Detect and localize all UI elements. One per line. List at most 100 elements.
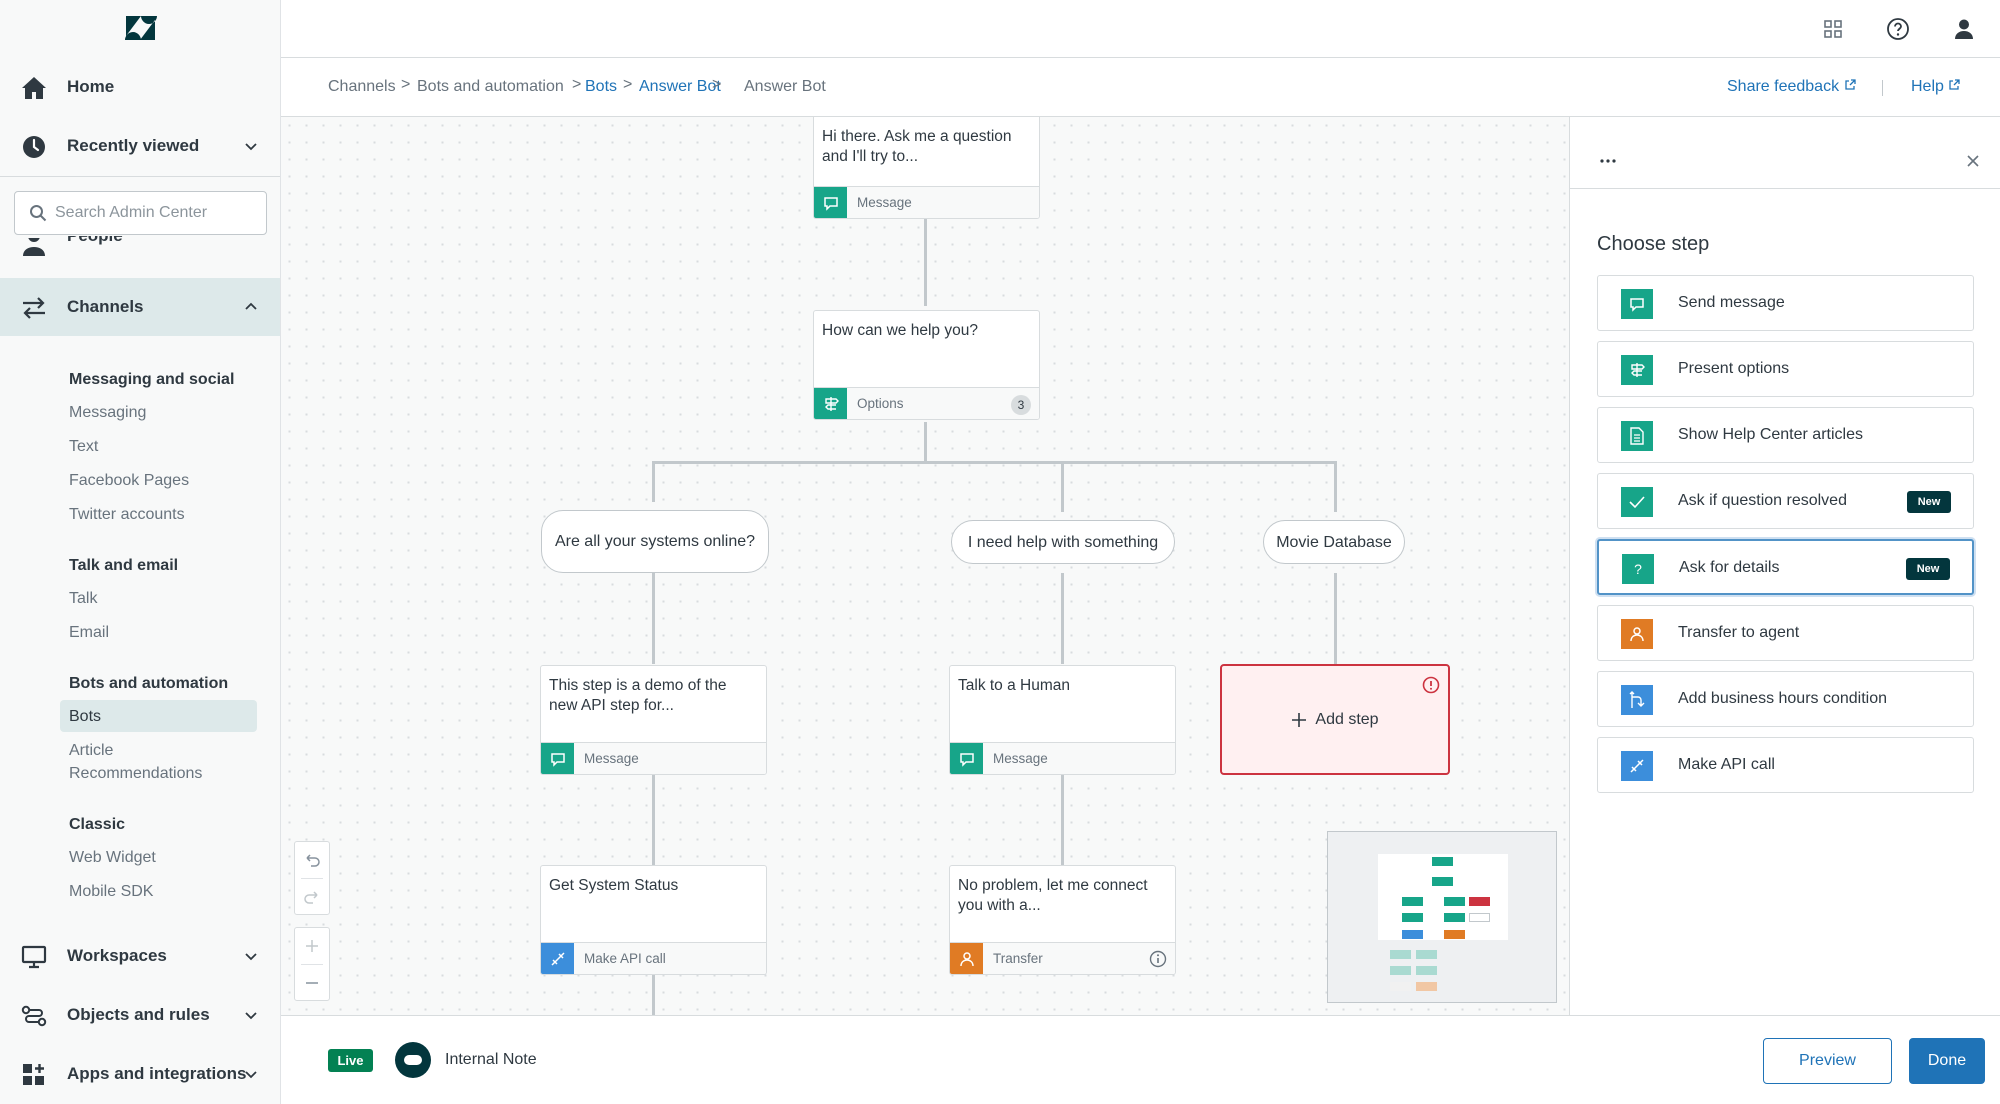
chevron-up-icon: [245, 302, 257, 310]
flow-step-welcome-message[interactable]: Hi there. Ask me a question and I'll try…: [813, 117, 1040, 219]
branch-icon: [1621, 685, 1653, 715]
product-tray-icon[interactable]: [1820, 16, 1846, 42]
step-footer: Transfer: [950, 942, 1175, 974]
flow-step-talk-to-human[interactable]: Talk to a Human Message: [949, 665, 1176, 775]
minimap-node: [1390, 950, 1411, 959]
message-icon: [1621, 289, 1653, 319]
channels-arrows-icon: [20, 294, 48, 322]
sidebar-item-label: Objects and rules: [67, 1005, 210, 1024]
step-option-transfer-to-agent[interactable]: Transfer to agent: [1597, 605, 1974, 661]
minimap-node: [1432, 877, 1453, 886]
connector: [652, 774, 655, 865]
clock-icon: [20, 133, 48, 161]
sidebar-item-people-partial[interactable]: People: [0, 236, 280, 258]
flow-step-api-demo-message[interactable]: This step is a demo of the new API step …: [540, 665, 767, 775]
sidebar-divider: [0, 176, 280, 177]
breadcrumb-bots-automation[interactable]: Bots and automation: [417, 78, 564, 95]
message-icon: [814, 187, 847, 218]
search-placeholder: Search Admin Center: [55, 204, 208, 221]
subnav-link-text[interactable]: Text: [69, 438, 99, 455]
subnav-link-email[interactable]: Email: [69, 624, 110, 641]
new-badge: New: [1907, 491, 1951, 513]
api-icon: [1621, 751, 1653, 781]
step-type-label: Message: [993, 751, 1048, 766]
flow-step-transfer[interactable]: No problem, let me connect you with a...…: [949, 865, 1176, 975]
sidebar-item-label: Workspaces: [67, 946, 167, 965]
add-step-button[interactable]: Add step: [1220, 664, 1450, 775]
person-icon: [1621, 619, 1653, 649]
minimap-node: [1432, 857, 1453, 866]
breadcrumb-bots[interactable]: Bots: [585, 78, 618, 95]
search-admin-center[interactable]: Search Admin Center: [14, 191, 267, 235]
breadcrumb-channels[interactable]: Channels: [328, 78, 396, 95]
step-option-business-hours[interactable]: Add business hours condition: [1597, 671, 1974, 727]
step-option-help-center-articles[interactable]: Show Help Center articles: [1597, 407, 1974, 463]
subnav-link-article-recommendations-line2[interactable]: Recommendations: [69, 765, 203, 782]
minimap-node: [1469, 897, 1490, 906]
sidebar-item-home[interactable]: Home: [0, 58, 280, 116]
preview-button[interactable]: Preview: [1763, 1038, 1892, 1084]
subnav-link-facebook[interactable]: Facebook Pages: [69, 472, 190, 489]
sidebar-item-apps-integrations[interactable]: Apps and integrations: [0, 1045, 280, 1103]
step-type-label: Transfer: [993, 951, 1043, 966]
subnav-link-article-recommendations[interactable]: Article: [69, 742, 114, 759]
share-feedback-link[interactable]: Share feedback: [1727, 78, 1856, 96]
minus-icon: [306, 982, 318, 984]
breadcrumb-separator: >: [572, 76, 582, 93]
signpost-icon: [1621, 355, 1653, 385]
sidebar-item-objects-rules[interactable]: Objects and rules: [0, 986, 280, 1044]
minimap-node: [1416, 950, 1437, 959]
minimap-node: [1390, 982, 1411, 991]
flow-canvas[interactable]: Hi there. Ask me a question and I'll try…: [281, 117, 1569, 1015]
sidebar-item-label: Recently viewed: [67, 136, 200, 155]
step-option-present-options[interactable]: Present options: [1597, 341, 1974, 397]
step-option-label: Add business hours condition: [1678, 690, 1888, 707]
user-profile-icon[interactable]: [1951, 16, 1977, 42]
subnav-link-bots[interactable]: Bots: [60, 700, 257, 732]
flow-step-options[interactable]: How can we help you? Options 3: [813, 310, 1040, 420]
step-option-send-message[interactable]: Send message: [1597, 275, 1974, 331]
step-option-ask-for-details[interactable]: ? Ask for details New: [1597, 539, 1974, 595]
chevron-down-icon: [245, 1012, 257, 1020]
plus-icon: [306, 940, 318, 952]
question-icon: ?: [1622, 554, 1654, 584]
step-text: How can we help you?: [822, 322, 978, 339]
close-icon[interactable]: [1956, 144, 1990, 178]
option-systems-online[interactable]: Are all your systems online?: [541, 510, 769, 573]
flow-minimap[interactable]: [1327, 831, 1557, 1003]
sidebar-item-workspaces[interactable]: Workspaces: [0, 927, 280, 985]
zoom-controls: [294, 927, 330, 1001]
minimap-node: [1444, 930, 1465, 939]
done-button[interactable]: Done: [1909, 1038, 1985, 1084]
step-option-make-api-call[interactable]: Make API call: [1597, 737, 1974, 793]
connector: [1061, 461, 1064, 512]
history-controls: [294, 841, 330, 915]
breadcrumb-answer-bot[interactable]: Answer Bot: [639, 78, 721, 95]
minimap-node: [1416, 966, 1437, 975]
chevron-down-icon: [245, 953, 257, 961]
header-link-divider: [1882, 80, 1883, 96]
subnav-link-talk[interactable]: Talk: [69, 590, 98, 607]
zoom-in-button[interactable]: [295, 928, 329, 964]
more-options-icon[interactable]: [1598, 151, 1618, 171]
redo-button[interactable]: [295, 879, 329, 915]
info-icon[interactable]: [1149, 950, 1167, 968]
step-option-ask-if-resolved[interactable]: Ask if question resolved New: [1597, 473, 1974, 529]
sidebar-item-channels[interactable]: Channels: [0, 278, 280, 336]
subnav-link-twitter[interactable]: Twitter accounts: [69, 506, 185, 523]
subnav-link-web-widget[interactable]: Web Widget: [69, 849, 156, 866]
option-need-help[interactable]: I need help with something: [951, 520, 1175, 564]
search-icon: [30, 205, 47, 222]
subnav-heading-classic: Classic: [69, 816, 126, 833]
sidebar-item-recently-viewed[interactable]: Recently viewed: [0, 117, 280, 175]
help-link[interactable]: Help: [1911, 78, 1961, 96]
subnav-link-messaging[interactable]: Messaging: [69, 404, 147, 421]
sidebar-item-label: Channels: [67, 297, 144, 316]
flow-step-get-system-status[interactable]: Get System Status Make API call: [540, 865, 767, 975]
help-icon[interactable]: [1885, 16, 1911, 42]
option-movie-database[interactable]: Movie Database: [1263, 520, 1405, 564]
undo-button[interactable]: [295, 842, 329, 878]
zoom-out-button[interactable]: [295, 965, 329, 1001]
subnav-link-mobile-sdk[interactable]: Mobile SDK: [69, 883, 154, 900]
